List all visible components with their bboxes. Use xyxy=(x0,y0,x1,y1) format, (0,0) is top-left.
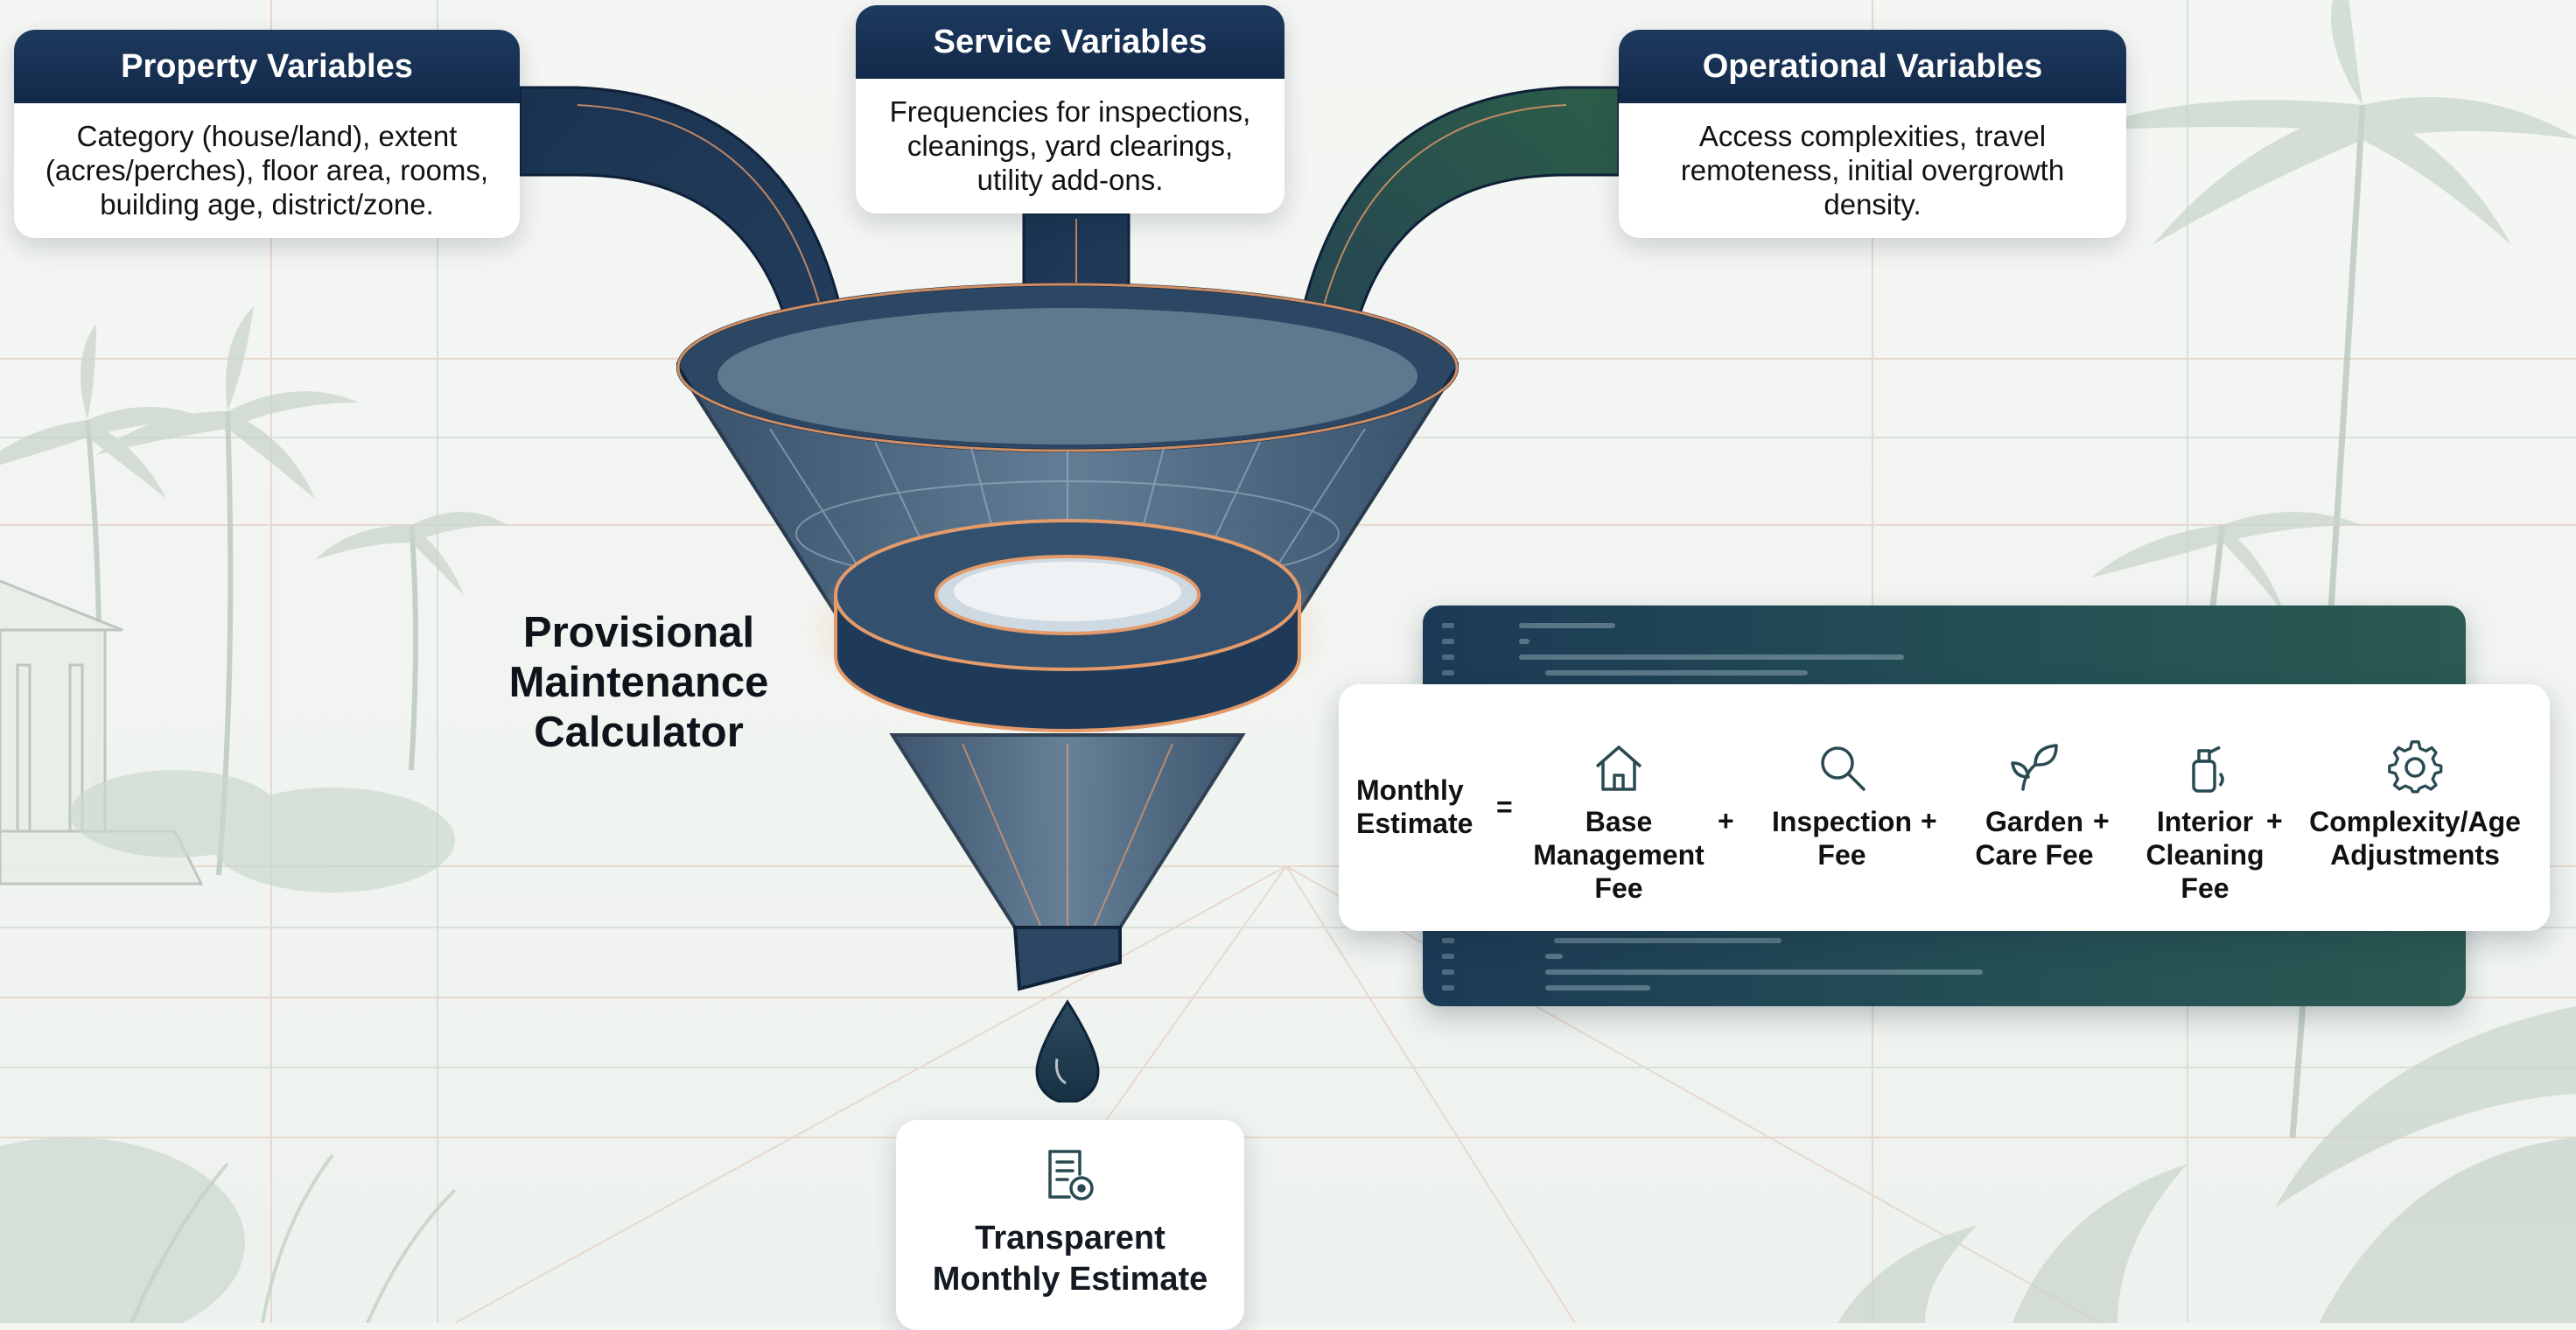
formula-card: Monthly Estimate = Base Management Fee +… xyxy=(1339,684,2550,931)
formula-term-base-fee: Base Management Fee xyxy=(1514,738,1724,905)
leaf-icon xyxy=(2011,744,2058,791)
property-variables-card: Property Variables Category (house/land)… xyxy=(14,30,520,238)
formula-term-line: Base xyxy=(1585,806,1653,837)
gear-icon xyxy=(2388,740,2443,794)
operational-line: Access complexities, travel xyxy=(1698,120,2047,152)
formula-term-line: Interior xyxy=(2156,806,2254,837)
equals-sign: = xyxy=(1496,791,1513,822)
plus-sign: + xyxy=(1921,805,1937,836)
formula-term-adjustments: Complexity/Age Adjustments xyxy=(2288,738,2542,872)
formula-term-inspection-fee: Inspection Fee xyxy=(1741,738,1942,872)
house-icon xyxy=(1595,746,1642,791)
calculator-title-line: Calculator xyxy=(534,709,744,756)
formula-term-garden-fee: Garden Care Fee xyxy=(1947,738,2122,872)
service-line: utility add-ons. xyxy=(976,164,1164,196)
formula-term-cleaning-fee: Interior Cleaning Fee xyxy=(2118,738,2292,905)
calculator-title-line: Maintenance xyxy=(508,659,769,706)
spray-bottle-icon xyxy=(2192,746,2224,793)
formula-term-line: Complexity/Age xyxy=(2309,806,2521,837)
formula-term-line: Cleaning xyxy=(2146,839,2264,871)
operational-variables-card: Operational Variables Access complexitie… xyxy=(1619,30,2126,238)
service-variables-title: Service Variables xyxy=(856,5,1284,79)
service-variables-card: Service Variables Frequencies for inspec… xyxy=(856,5,1284,214)
service-line: cleanings, yard clearings, xyxy=(906,130,1234,162)
service-line: Frequencies for inspections, xyxy=(889,95,1251,128)
formula-lhs-line: Monthly xyxy=(1356,774,1464,806)
property-variables-title: Property Variables xyxy=(14,30,520,103)
calculator-title: Provisional Maintenance Calculator xyxy=(472,608,805,758)
funnel-graphic xyxy=(676,283,1460,1102)
result-card: Transparent Monthly Estimate xyxy=(896,1120,1244,1330)
formula-term-line: Inspection xyxy=(1771,806,1912,837)
operational-variables-title: Operational Variables xyxy=(1619,30,2126,103)
formula-term-line: Fee xyxy=(1817,839,1866,871)
formula-lhs-line: Estimate xyxy=(1356,808,1474,839)
magnifier-icon xyxy=(1821,746,1866,791)
calculator-title-line: Provisional xyxy=(522,609,755,656)
property-line: (acres/perches), floor area, rooms, xyxy=(45,154,489,186)
formula-term-line: Fee xyxy=(2180,872,2230,904)
result-line: Transparent xyxy=(975,1220,1166,1256)
formula-term-line: Garden xyxy=(1984,806,2084,837)
property-line: building age, district/zone. xyxy=(100,188,434,220)
result-label: Transparent Monthly Estimate xyxy=(896,1218,1244,1300)
operational-variables-text: Access complexities, travel remoteness, … xyxy=(1619,103,2126,221)
property-variables-text: Category (house/land), extent (acres/per… xyxy=(14,103,520,221)
formula-lhs: Monthly Estimate xyxy=(1356,774,1474,840)
plus-sign: + xyxy=(1718,805,1734,836)
document-icon xyxy=(1048,1150,1094,1200)
service-variables-text: Frequencies for inspections, cleanings, … xyxy=(856,79,1284,197)
property-line: Category (house/land), extent xyxy=(76,120,458,152)
result-line: Monthly Estimate xyxy=(932,1261,1208,1298)
plus-sign: + xyxy=(2093,805,2110,836)
formula-term-line: Care Fee xyxy=(1975,839,2094,871)
operational-line: density. xyxy=(1824,188,1922,220)
operational-line: remoteness, initial overgrowth xyxy=(1680,154,2065,186)
formula-term-line: Fee xyxy=(1594,872,1643,904)
formula-term-line: Management xyxy=(1533,839,1704,871)
plus-sign: + xyxy=(2266,805,2283,836)
formula-term-line: Adjustments xyxy=(2330,839,2500,871)
